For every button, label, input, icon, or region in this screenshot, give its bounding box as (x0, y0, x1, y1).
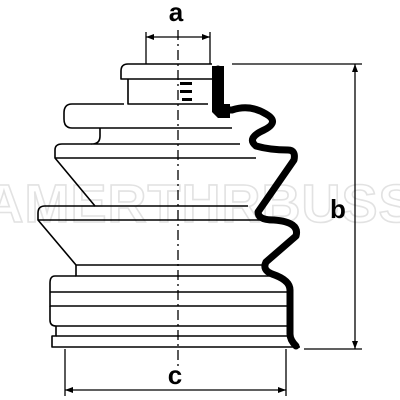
dimension-c-label: c (168, 360, 182, 390)
dimension-a (145, 32, 211, 64)
watermark: AMERTHRBUSS (0, 174, 400, 234)
boot-section-right (178, 63, 300, 350)
dimension-a-label: a (169, 0, 184, 27)
dimension-c (64, 349, 287, 396)
boot-outline-left (37, 63, 178, 348)
dimension-b (232, 63, 362, 350)
dimension-b-label: b (330, 194, 346, 224)
